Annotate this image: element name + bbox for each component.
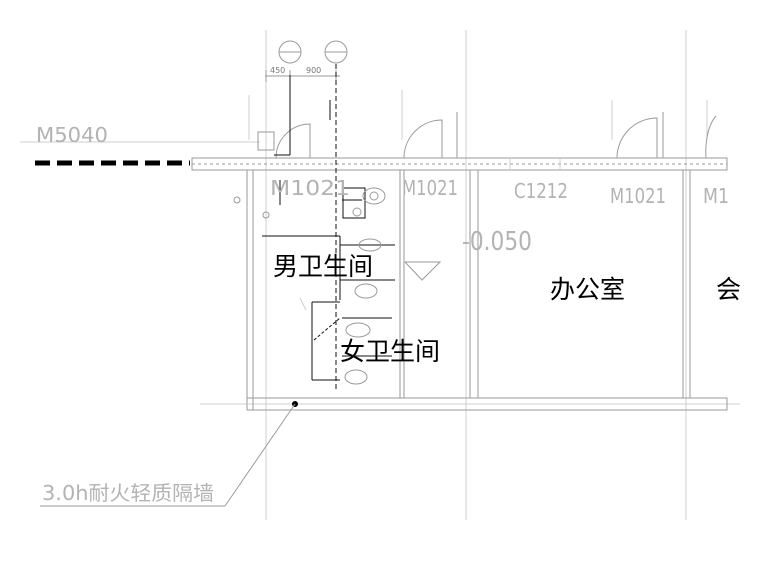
door-label-m1021-b: M1021 [402, 176, 458, 200]
elevation-label: -0.050 [462, 227, 532, 257]
toilet-fixtures [233, 131, 442, 385]
door-swings [275, 112, 717, 159]
window-label-c1212: C1212 [514, 179, 568, 203]
outer-walls [246, 170, 728, 411]
wall-callout-leader [40, 401, 298, 507]
door-label-m1-partial: M1 [703, 184, 729, 208]
room-label-partial: 会 [716, 275, 741, 304]
room-label-mens-toilet: 男卫生间 [273, 252, 373, 281]
grid-lines [20, 30, 740, 520]
plumbing-lines [262, 64, 395, 390]
top-wall [191, 157, 728, 171]
axis-markers [265, 40, 348, 82]
door-label-m1021-a: M1021 [270, 176, 350, 200]
wall-note-label: 3.0h耐火轻质隔墙 [42, 481, 214, 505]
door-label-m1021-c: M1021 [610, 184, 666, 208]
room-label-office: 办公室 [550, 275, 625, 304]
door-label-m5040: M5040 [36, 123, 108, 147]
room-label-womens-toilet: 女卫生间 [340, 337, 440, 366]
dimension-900: 900 [306, 66, 321, 75]
dimension-450: 450 [270, 66, 285, 75]
